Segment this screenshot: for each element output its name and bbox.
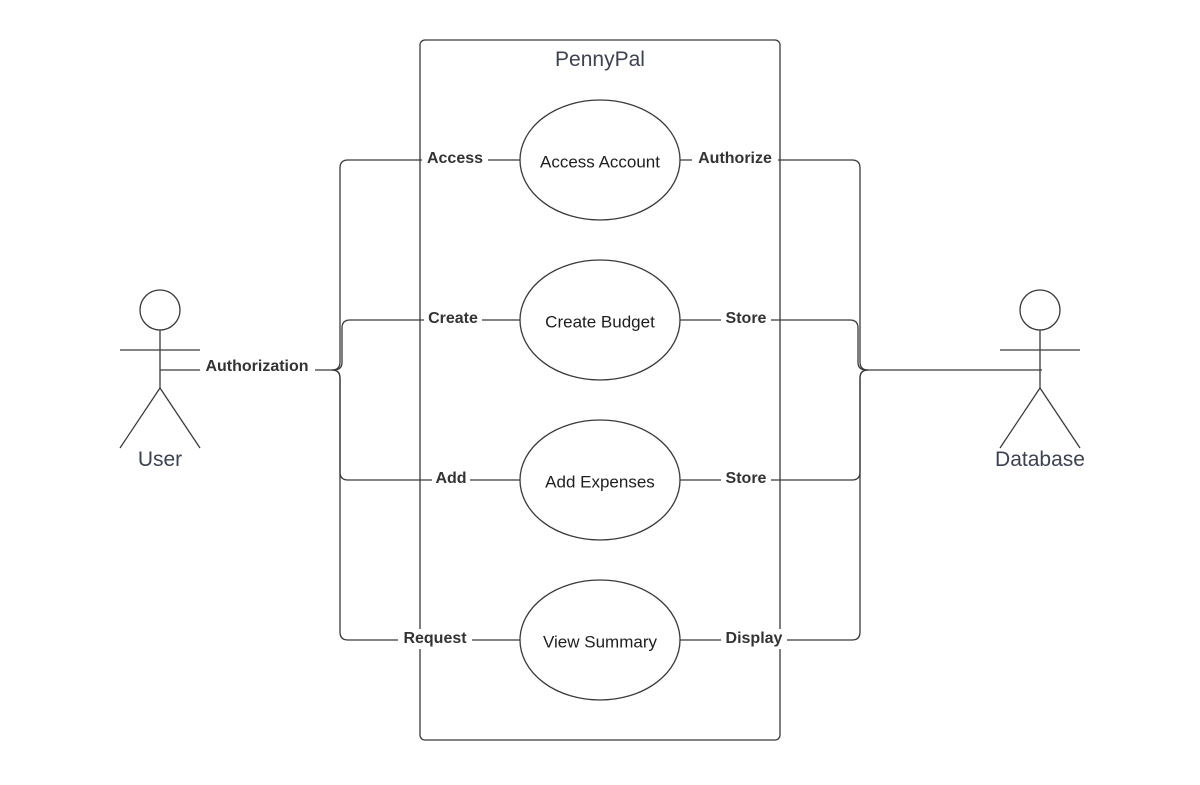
edge-label-access: Access [427,150,483,167]
actor-head [139,289,181,331]
use-case-label: Access Account [540,152,660,171]
edge-label-display: Display [726,630,783,647]
use-case-label: View Summary [543,632,657,651]
use-case-access-account: Access Account [519,99,681,221]
edge-label-authorization: Authorization [205,358,308,375]
edge-label-request: Request [403,630,467,647]
connector-user-request [331,369,520,641]
actor-user: User [119,289,201,471]
use-case-add-expenses: Add Expenses [519,419,681,541]
edge-label-create: Create [428,310,478,327]
use-case-create-budget: Create Budget [519,259,681,381]
connector-user-create [333,319,520,371]
use-case-label: Add Expenses [545,472,655,491]
edge-label-authorize: Authorize [698,150,772,167]
connector-db-store-budget [680,319,867,371]
system-title: PennyPal [555,48,645,71]
edge-label-store-expenses: Store [726,470,767,487]
connector-db-display [680,369,869,641]
actor-label-user: User [138,448,182,471]
use-case-label: Create Budget [545,312,655,331]
edge-label-store-budget: Store [726,310,767,327]
edge-label-add: Add [435,470,466,487]
actor-label-database: Database [995,448,1085,471]
use-case-view-summary: View Summary [519,579,681,701]
actor-database: Database [995,289,1085,471]
actor-head [1019,289,1061,331]
system-boundary [419,39,781,741]
